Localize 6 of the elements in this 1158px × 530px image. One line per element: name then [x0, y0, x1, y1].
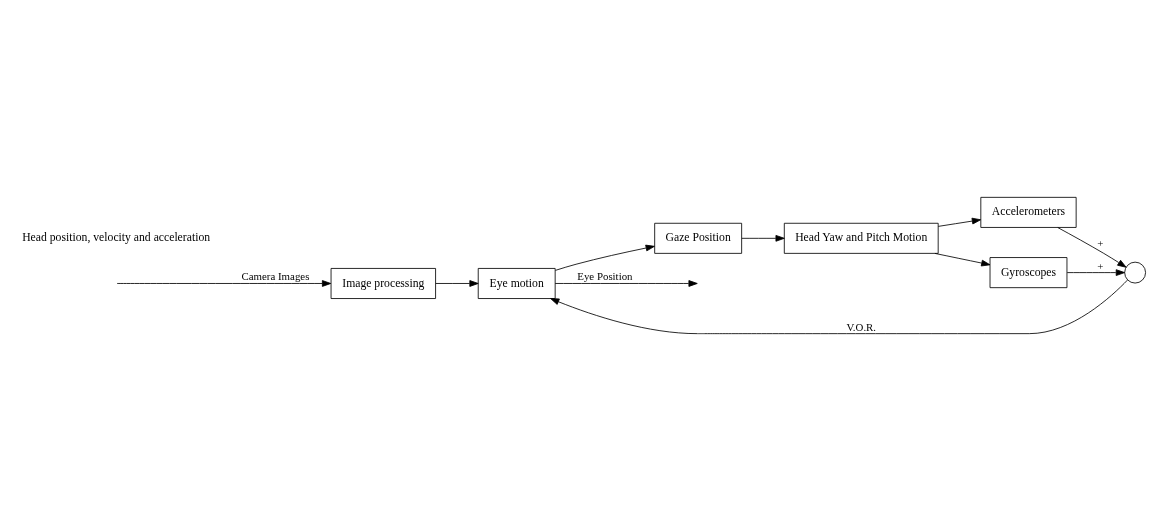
edge-label: Eye Position	[577, 269, 633, 282]
label: Head position, velocity and acceleration	[22, 230, 211, 244]
edge-label: +	[1097, 259, 1104, 272]
edge-label: +	[1097, 236, 1104, 249]
edge-label: V.O.R.	[846, 320, 877, 333]
edge-label: Camera Images	[241, 269, 310, 282]
